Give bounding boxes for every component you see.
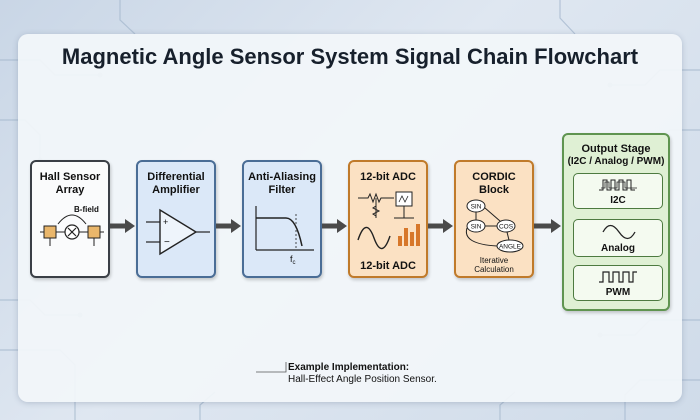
anti-aliasing-filter-block: Anti-Aliasing Filter fc [242, 160, 322, 278]
cutoff-label: fc [290, 254, 296, 264]
b-field-label: B-field [74, 205, 99, 214]
arrow-cordic-to-output [534, 219, 561, 233]
output-pwm-label: PWM [605, 287, 631, 298]
adc-title: 12-bit ADC [360, 171, 416, 183]
note-line-2: Hall-Effect Angle Position Sensor. [288, 374, 437, 385]
filter-title-2: Filter [268, 184, 296, 196]
arrow-adc-to-cordic [428, 219, 453, 233]
diagram-title: Magnetic Angle Sensor System Signal Chai… [61, 44, 639, 69]
example-note: Example Implementation: Hall-Effect Angl… [288, 362, 437, 386]
diff-amp-title-2: Amplifier [152, 184, 200, 196]
adc-bottom-label: 12-bit ADC [360, 260, 416, 272]
cordic-node-angle: ANGLE [499, 244, 522, 251]
filter-title-1: Anti-Aliasing [248, 171, 316, 183]
output-i2c-label: I2C [610, 195, 626, 206]
adc-circuit-icon [357, 191, 420, 250]
note-line-1: Example Implementation: [288, 362, 410, 373]
op-amp-icon: + − [146, 208, 210, 256]
cordic-block: CORDIC Block SIN SIN COS ANGLE Iterative… [454, 160, 534, 278]
arrow-diff-to-filter [216, 219, 241, 233]
svg-text:+: + [163, 217, 168, 227]
low-pass-response-icon: fc [255, 206, 314, 264]
output-stage-block: Output Stage (I2C / Analog / PWM) I2C An… [562, 133, 670, 311]
output-title-2: (I2C / Analog / PWM) [567, 156, 665, 167]
output-title-1: Output Stage [581, 143, 651, 155]
i2c-signal-icon [599, 179, 637, 191]
diff-amp-title-1: Differential [147, 171, 205, 183]
cordic-title-1: CORDIC [472, 171, 516, 183]
adc-block: 12-bit ADC 12-bit ADC [348, 160, 428, 278]
output-analog-label: Analog [601, 243, 635, 254]
hall-sensor-title-1: Hall Sensor [39, 171, 101, 183]
differential-amplifier-block: Differential Amplifier + − [136, 160, 216, 278]
cordic-caption-1: Iterative [479, 256, 509, 265]
hall-sensor-icon: B-field [40, 205, 104, 246]
output-pwm: PWM [573, 265, 663, 301]
cordic-node-sin: SIN [471, 224, 482, 231]
analog-wave-icon [602, 224, 636, 240]
cordic-node-cos: COS [499, 224, 514, 231]
hall-sensor-block: Hall Sensor Array B-field [30, 160, 110, 278]
note-bracket [256, 362, 287, 373]
hall-sensor-title-2: Array [55, 184, 85, 196]
cordic-node-sin-top: SIN [471, 204, 482, 211]
cordic-title-2: Block [479, 184, 509, 196]
svg-text:−: − [164, 237, 170, 248]
cordic-diagram-icon: SIN SIN COS ANGLE [465, 199, 524, 253]
arrow-hall-to-diff [110, 219, 135, 233]
arrow-filter-to-adc [322, 219, 347, 233]
output-i2c: I2C [573, 173, 663, 209]
cordic-caption-2: Calculation [474, 265, 514, 274]
output-analog: Analog [573, 219, 663, 257]
pwm-signal-icon [599, 271, 637, 283]
